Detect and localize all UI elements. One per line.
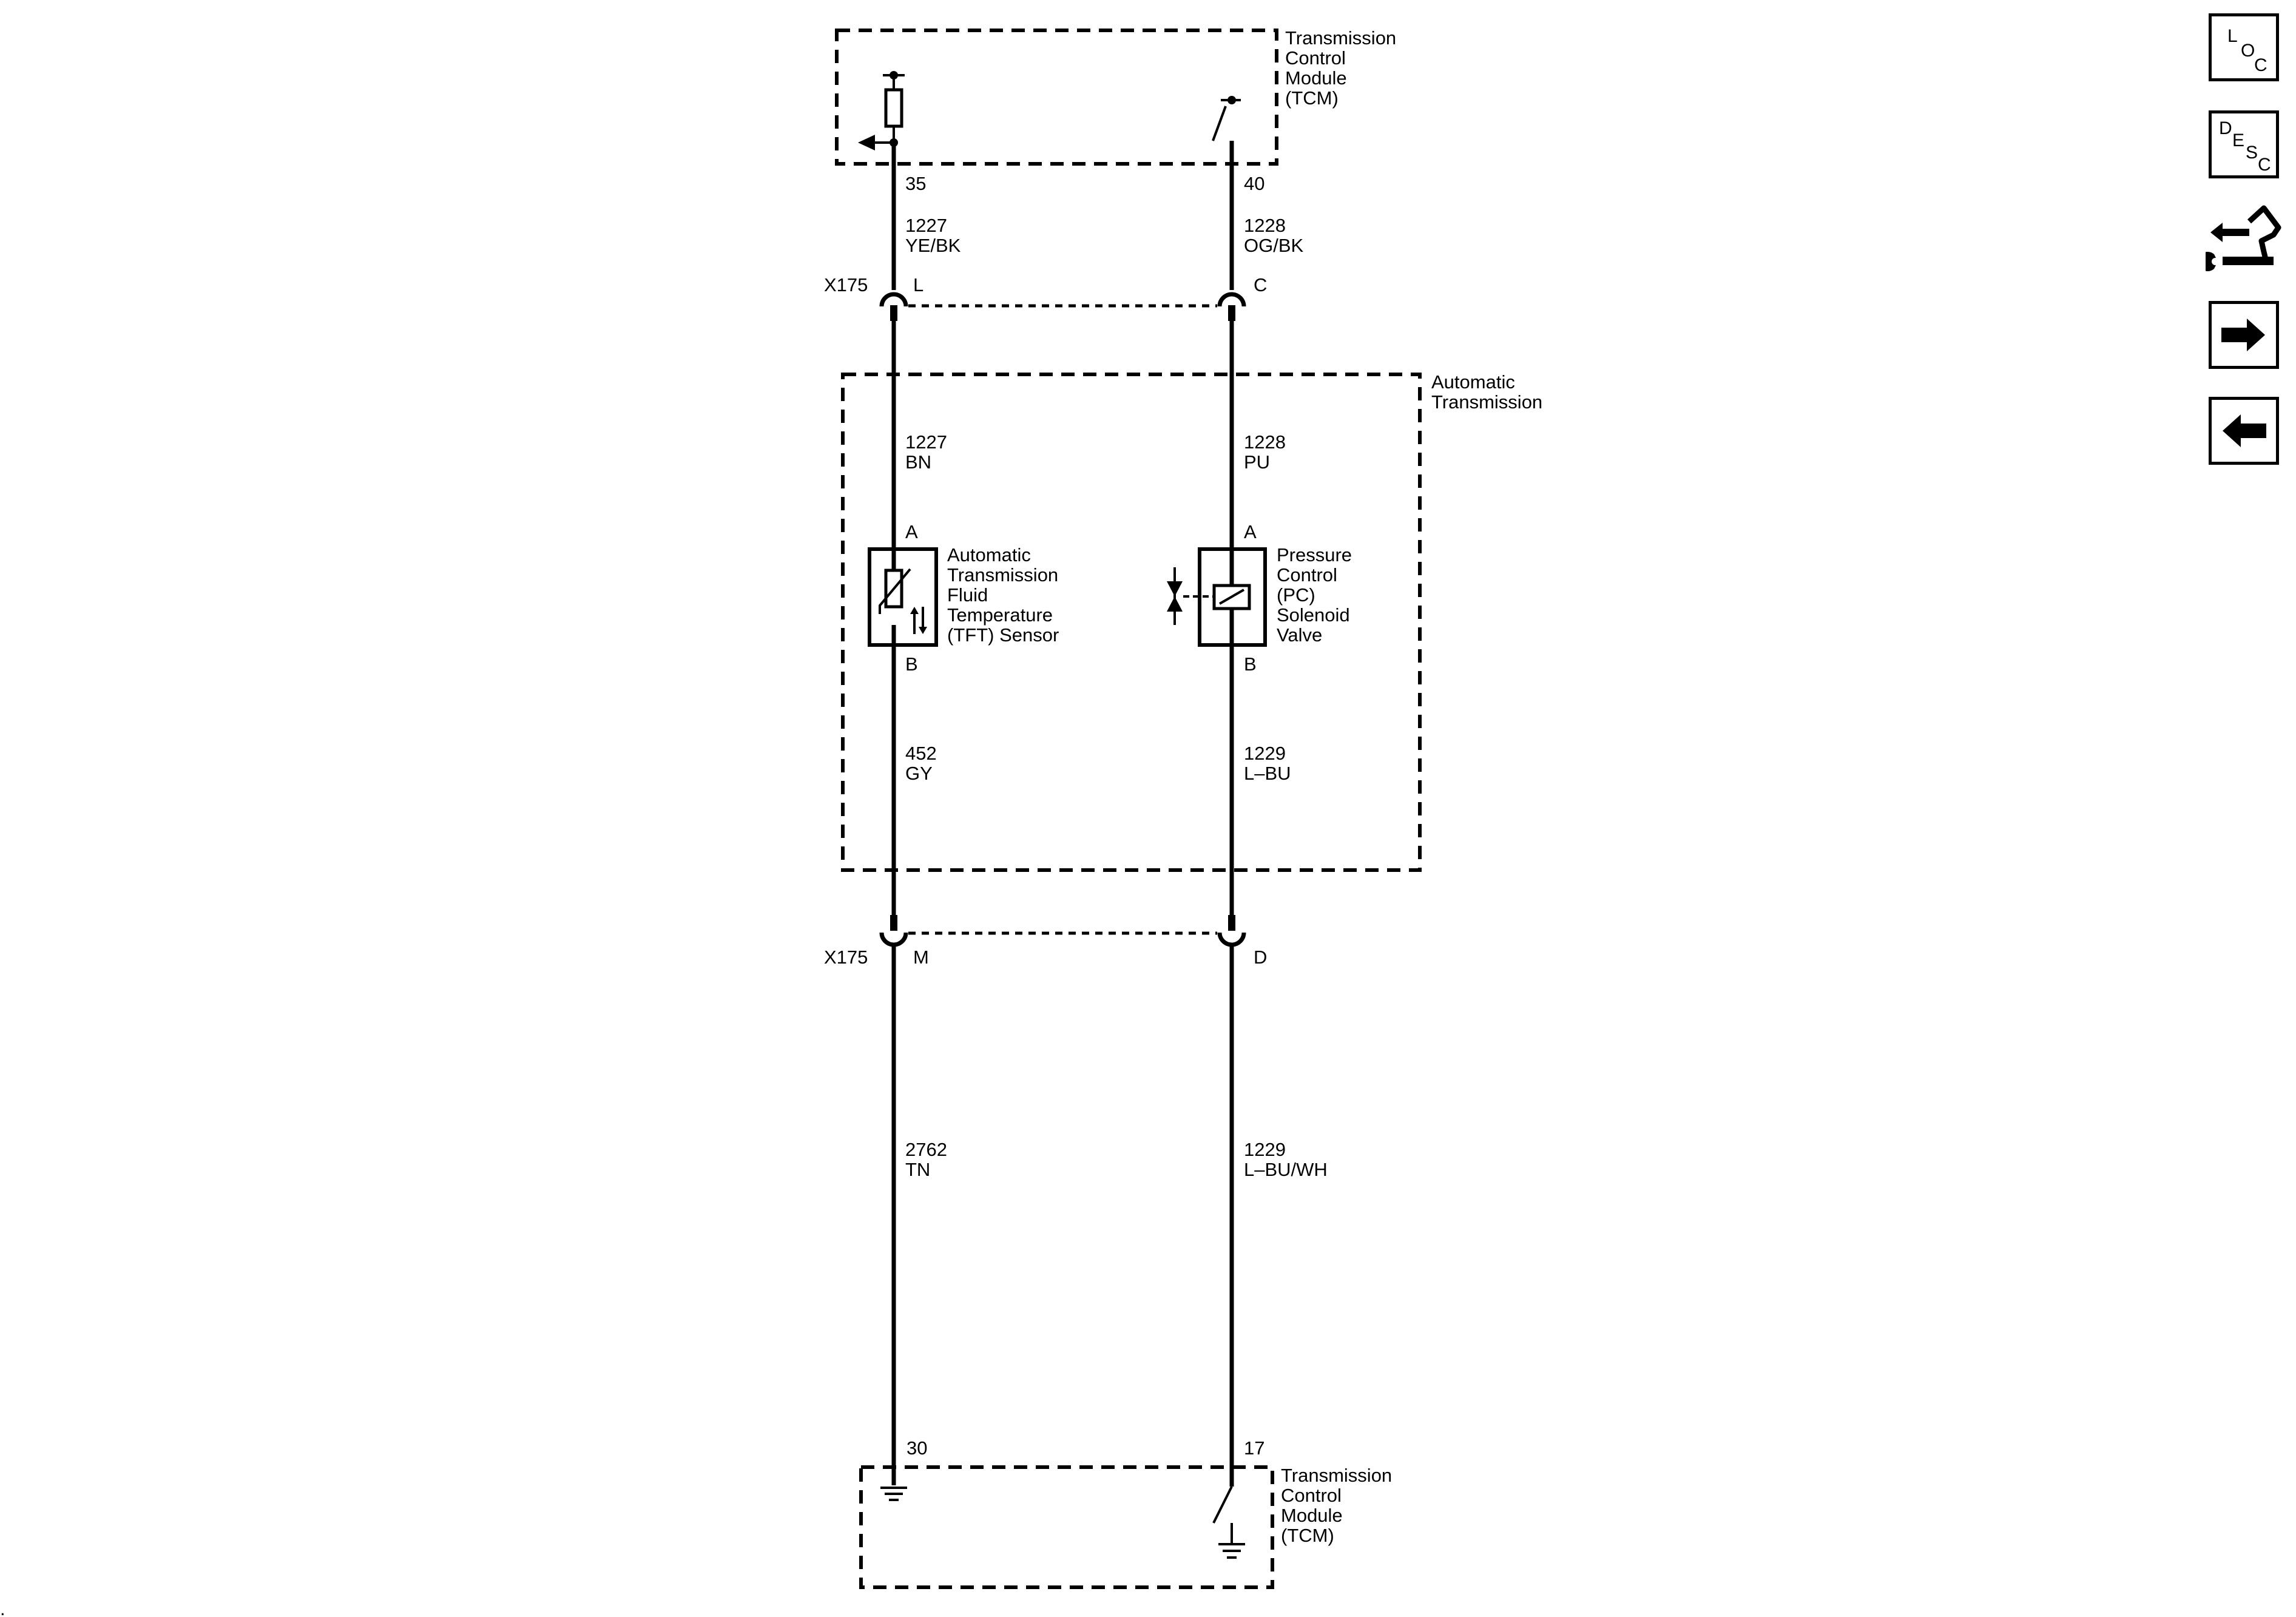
svg-text:1229: 1229	[1244, 743, 1286, 764]
loc-button[interactable]: L O C	[2209, 13, 2279, 81]
svg-text:Automatic: Automatic	[947, 544, 1031, 565]
tcm-top-box	[835, 29, 1278, 166]
loc-letter-c: C	[2254, 55, 2267, 75]
desc-letter-c: C	[2258, 155, 2271, 175]
svg-text:Control: Control	[1281, 1485, 1342, 1506]
desc-letter-d: D	[2219, 118, 2232, 138]
svg-text:B: B	[905, 653, 918, 675]
tcm-bottom-label: Transmission Control Module (TCM)	[1281, 1465, 1392, 1546]
svg-text:Control: Control	[1277, 564, 1337, 586]
wire-label-w5: 452 GY	[905, 743, 937, 784]
svg-text:L: L	[913, 274, 923, 295]
svg-text:TN: TN	[905, 1159, 930, 1180]
tcm-bottom-switch-icon	[1212, 1486, 1245, 1559]
svg-text:YE/BK: YE/BK	[905, 235, 961, 256]
loc-letter-o: O	[2241, 41, 2255, 61]
svg-text:C: C	[1254, 274, 1267, 295]
automatic-transmission-box	[841, 373, 1422, 872]
svg-text:Module: Module	[1285, 67, 1347, 89]
next-button[interactable]	[2209, 301, 2279, 369]
desc-letter-s: S	[2246, 143, 2258, 163]
tft-sensor-label: Automatic Transmission Fluid Temperature…	[947, 544, 1059, 646]
tft-sensor: A B	[868, 521, 938, 675]
tcm-bottom-box	[859, 1465, 1274, 1589]
wire-label-w1: 1227 YE/BK	[905, 215, 961, 256]
svg-text:Transmission: Transmission	[1285, 27, 1396, 49]
back-button[interactable]	[2209, 397, 2279, 465]
svg-text:2762: 2762	[905, 1139, 947, 1160]
automatic-transmission-label: Automatic Transmission	[1431, 371, 1542, 413]
back-arrow-icon	[2223, 414, 2266, 447]
wire-label-w6: 1229 L–BU	[1244, 743, 1291, 784]
svg-text:BN: BN	[905, 451, 931, 473]
svg-text:1227: 1227	[905, 431, 947, 453]
connector-repair-icon	[2198, 205, 2281, 271]
pin-40: 40	[1244, 173, 1264, 194]
wire-label-w3: 1227 BN	[905, 431, 947, 473]
svg-text:1228: 1228	[1244, 431, 1286, 453]
wire-label-w4: 1228 PU	[1244, 431, 1286, 473]
svg-text:(PC): (PC)	[1277, 584, 1315, 606]
forward-arrow-icon	[2221, 319, 2265, 351]
tcm-top-label: Transmission Control Module (TCM)	[1285, 27, 1396, 109]
svg-text:Automatic: Automatic	[1431, 371, 1515, 393]
svg-text:PU: PU	[1244, 451, 1270, 473]
svg-text:A: A	[905, 521, 918, 542]
connector-x175-upper: X175 L C	[824, 274, 1267, 321]
svg-text:B: B	[1244, 653, 1257, 675]
wire-label-w7: 2762 TN	[905, 1139, 947, 1180]
wire-label-w2: 1228 OG/BK	[1244, 215, 1304, 256]
tcm-pullup-resistor-icon	[858, 71, 905, 150]
wire-label-w8: 1229 L–BU/WH	[1244, 1139, 1328, 1180]
pc-solenoid-label: Pressure Control (PC) Solenoid Valve	[1277, 544, 1352, 646]
svg-text:452: 452	[905, 743, 937, 764]
svg-text:Valve: Valve	[1277, 624, 1322, 646]
svg-text:Temperature: Temperature	[947, 604, 1053, 626]
tcm-top-switch-icon	[1212, 96, 1241, 146]
svg-text:L–BU: L–BU	[1244, 763, 1291, 784]
svg-text:Transmission: Transmission	[1281, 1465, 1392, 1486]
svg-text:L–BU/WH: L–BU/WH	[1244, 1159, 1328, 1180]
svg-text:1229: 1229	[1244, 1139, 1286, 1160]
corner-mark: .	[0, 1598, 5, 1617]
svg-text:1228: 1228	[1244, 215, 1286, 236]
svg-text:M: M	[913, 947, 929, 968]
loc-letter-l: L	[2227, 26, 2238, 46]
connector-x175-lower: X175 M D	[824, 915, 1267, 968]
svg-text:OG/BK: OG/BK	[1244, 235, 1304, 256]
svg-text:Fluid: Fluid	[947, 584, 988, 606]
svg-text:(TCM): (TCM)	[1281, 1525, 1334, 1546]
desc-button[interactable]: D E S C	[2209, 110, 2279, 178]
connector-repair-button[interactable]	[2198, 203, 2284, 282]
svg-text:A: A	[1244, 521, 1257, 542]
pin-30: 30	[907, 1437, 927, 1459]
svg-text:Transmission: Transmission	[1431, 391, 1542, 413]
svg-text:1227: 1227	[905, 215, 947, 236]
svg-text:Control: Control	[1285, 47, 1346, 69]
ground-left-icon	[880, 1487, 907, 1501]
svg-text:Solenoid: Solenoid	[1277, 604, 1350, 626]
svg-text:(TCM): (TCM)	[1285, 87, 1339, 109]
svg-text:GY: GY	[905, 763, 933, 784]
pc-solenoid-valve: A B	[1167, 521, 1267, 675]
svg-text:(TFT) Sensor: (TFT) Sensor	[947, 624, 1059, 646]
pin-17: 17	[1244, 1437, 1264, 1459]
svg-text:D: D	[1254, 947, 1267, 968]
svg-text:X175: X175	[824, 947, 868, 968]
svg-text:X175: X175	[824, 274, 868, 295]
desc-letter-e: E	[2232, 130, 2245, 150]
svg-text:Pressure: Pressure	[1277, 544, 1352, 565]
svg-text:Transmission: Transmission	[947, 564, 1058, 586]
pin-35: 35	[905, 173, 926, 194]
svg-text:Module: Module	[1281, 1505, 1343, 1526]
